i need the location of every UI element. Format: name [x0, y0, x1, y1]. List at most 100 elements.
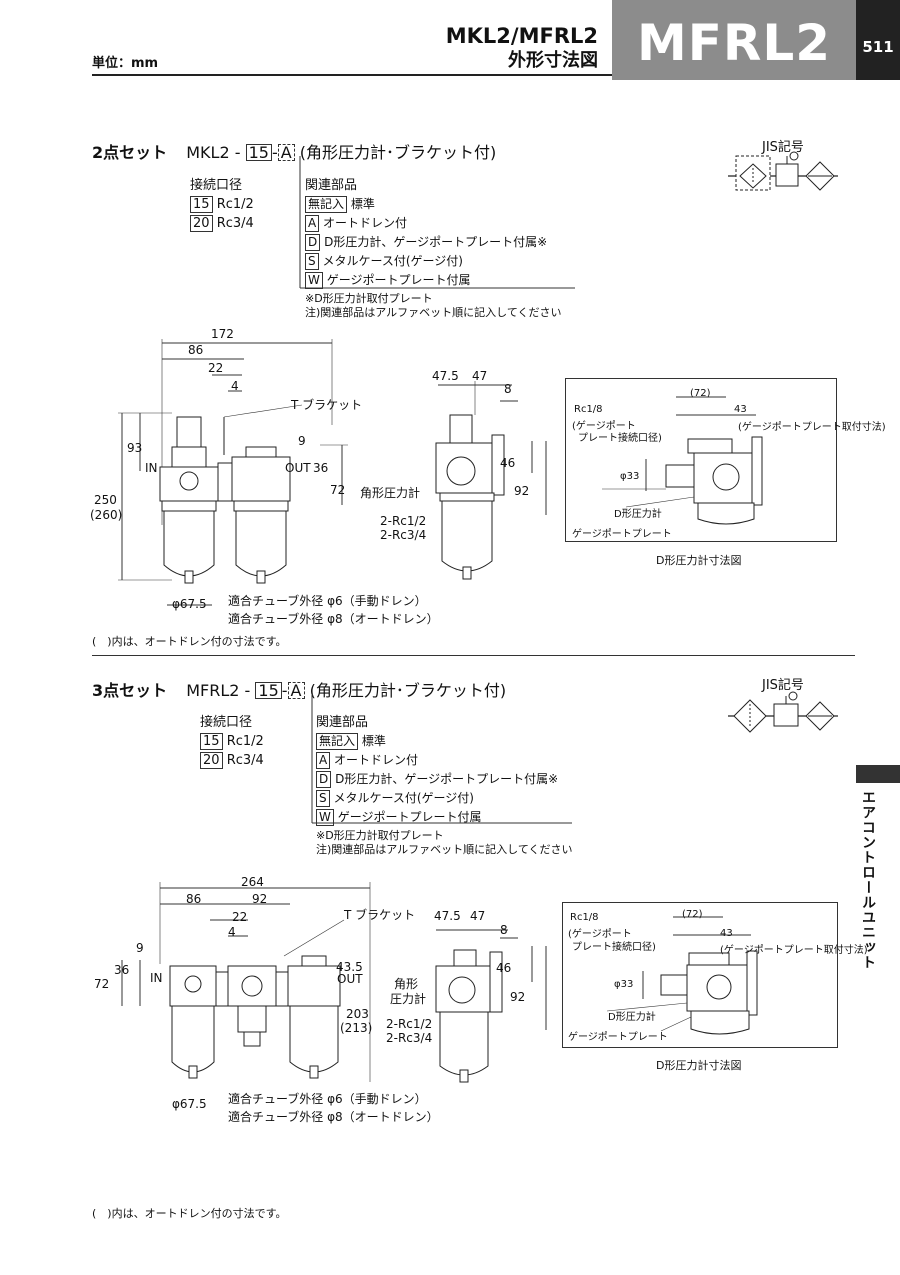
set2-port-label1: 2-Rc1/2	[380, 514, 427, 528]
set2-in-label: IN	[145, 461, 158, 475]
page-title: MKL2/MFRL2	[445, 24, 598, 48]
set2-port-label2: 2-Rc3/4	[380, 528, 427, 542]
set3-note1: ※D形圧力計取付プレート	[316, 829, 444, 842]
option-desc: D形圧力計、ゲージポートプレート付属※	[335, 772, 559, 786]
option-row: 無記入 標準	[305, 195, 562, 214]
option-code: W	[316, 809, 334, 826]
unit-label: 単位：mm	[92, 56, 159, 71]
set2-dim-46: 46	[500, 456, 516, 470]
set3-dim-36: 36	[114, 963, 130, 977]
port-size: Rc3/4	[226, 753, 264, 768]
page-number-block	[856, 0, 900, 80]
set3-detail-rc18: Rc1/8	[570, 912, 599, 923]
set3-port-row: 20 Rc3/4	[200, 751, 264, 770]
set3-dim-22: 22	[232, 910, 248, 924]
set2-port-row: 15 Rc1/2	[190, 195, 254, 214]
set3-gauge-label2: 圧力計	[390, 992, 427, 1006]
set3-options-bracket	[311, 694, 572, 824]
set3-dim-phi675: φ67.5	[172, 1097, 207, 1111]
set3-dim-72: 72	[94, 977, 110, 991]
set2-dim-93: 93	[127, 441, 143, 455]
option-row: 無記入 標準	[316, 732, 573, 751]
set2-dim-475: 47.5	[432, 369, 459, 383]
set2-detail-gp2: プレート接続口径)	[578, 433, 662, 444]
option-desc: 標準	[361, 734, 386, 748]
set3-detail-note43: (ゲージポートプレート取付寸法)	[720, 945, 868, 956]
set2-dim-72: 72	[330, 483, 346, 497]
set3-out-label: OUT	[337, 972, 363, 986]
set3-dim-8: 8	[500, 923, 508, 937]
header-rule	[92, 74, 612, 76]
set3-bracket-label: T ブラケット	[344, 908, 416, 922]
set3-dim-92b: 92	[510, 990, 526, 1004]
series-title: MFRL2	[636, 14, 832, 72]
set2-detail-gp1: (ゲージポート	[572, 421, 636, 432]
set3-in-label: IN	[150, 971, 163, 985]
set2-options-table: 関連部品 無記入 標準 A オートドレン付 D D形圧力計、ゲージポートプレート…	[305, 176, 562, 320]
set3-port-label2: 2-Rc3/4	[386, 1031, 433, 1045]
set3-port-row: 15 Rc1/2	[200, 732, 264, 751]
set2-bracket-label: T ブラケット	[291, 398, 363, 412]
set3-detail-dgauge: D形圧力計	[608, 1012, 656, 1023]
set3-options-heading: 関連部品	[316, 715, 369, 730]
option-row: A オートドレン付	[305, 214, 562, 233]
set2-model-dash: -	[271, 143, 278, 162]
set2-dim-86: 86	[188, 343, 204, 357]
set2-options-bracket	[299, 156, 575, 289]
set3-tube-note1: 適合チューブ外径 φ6（手動ドレン）	[228, 1092, 427, 1106]
set2-tube-note2: 適合チューブ外径 φ8（オートドレン）	[228, 612, 439, 626]
option-code: A	[316, 752, 331, 769]
set3-options-table: 関連部品 無記入 標準 A オートドレン付 D D形圧力計、ゲージポートプレート…	[316, 713, 573, 857]
set2-detail-43: 43	[734, 404, 747, 415]
port-size: Rc1/2	[216, 197, 254, 212]
set3-port-heading: 接続口径	[200, 715, 253, 730]
option-code: D	[316, 771, 332, 788]
set2-detail-gplate: ゲージポートプレート	[572, 529, 672, 540]
option-row: S メタルケース付(ゲージ付)	[305, 252, 562, 271]
option-code: D	[305, 234, 321, 251]
set2-note1: ※D形圧力計取付プレート	[305, 292, 433, 305]
set2-detail-rc18: Rc1/8	[574, 404, 603, 415]
option-code: S	[305, 253, 319, 270]
set3-front-view	[121, 882, 371, 1082]
set3-dim-92: 92	[252, 892, 268, 906]
port-code: 15	[200, 733, 223, 750]
set2-footnote: ( )内は、オートドレン付の寸法です。	[92, 635, 287, 648]
port-size: Rc1/2	[226, 734, 264, 749]
set3-jis-label: JIS記号	[762, 678, 804, 693]
set2-label: 2点セット	[92, 143, 168, 162]
set3-tube-note2: 適合チューブ外径 φ8（オートドレン）	[228, 1110, 439, 1124]
set3-dim-9: 9	[136, 941, 144, 955]
side-tab-label: エアコントロールユニット	[860, 790, 876, 970]
set2-detail-box	[565, 378, 837, 542]
set2-dim-22: 22	[208, 361, 224, 375]
option-desc: オートドレン付	[323, 216, 408, 230]
set2-dim-260: (260)	[90, 508, 123, 522]
set3-detail-drawing	[606, 916, 758, 1035]
set3-label: 3点セット	[92, 681, 168, 700]
set2-gauge-label: 角形圧力計	[360, 486, 421, 500]
set2-model-option-box: A	[277, 144, 295, 161]
set2-dim-4: 4	[231, 379, 239, 393]
set2-jis-label: JIS記号	[762, 140, 804, 155]
set3-detail-caption: D形圧力計寸法図	[656, 1059, 742, 1072]
set2-dim-9: 9	[298, 434, 306, 448]
set2-model-line: 2点セット MKL2 - 15-A (角形圧力計･ブラケット付)	[92, 139, 496, 163]
side-tab-marker	[856, 765, 900, 783]
option-desc: 標準	[350, 197, 375, 211]
option-desc: ゲージポートプレート付属	[337, 810, 482, 824]
set2-dim-92: 92	[514, 484, 530, 498]
set3-detail-phi33: φ33	[614, 979, 634, 990]
set3-detail-72: (72)	[682, 909, 703, 920]
set3-detail-gplate: ゲージポートプレート	[568, 1032, 668, 1043]
set3-model-dash: -	[281, 681, 288, 700]
set3-detail-gp1: (ゲージポート	[568, 929, 632, 940]
port-code: 20	[190, 215, 213, 232]
set2-tube-note1: 適合チューブ外径 φ6（手動ドレン）	[228, 594, 427, 608]
option-desc: オートドレン付	[334, 753, 419, 767]
set3-model-port-box: 15	[255, 682, 282, 699]
title-block	[612, 0, 856, 80]
set2-detail-drawing	[602, 396, 763, 525]
option-row: S メタルケース付(ゲージ付)	[316, 789, 573, 808]
set3-side-view	[435, 929, 547, 1083]
